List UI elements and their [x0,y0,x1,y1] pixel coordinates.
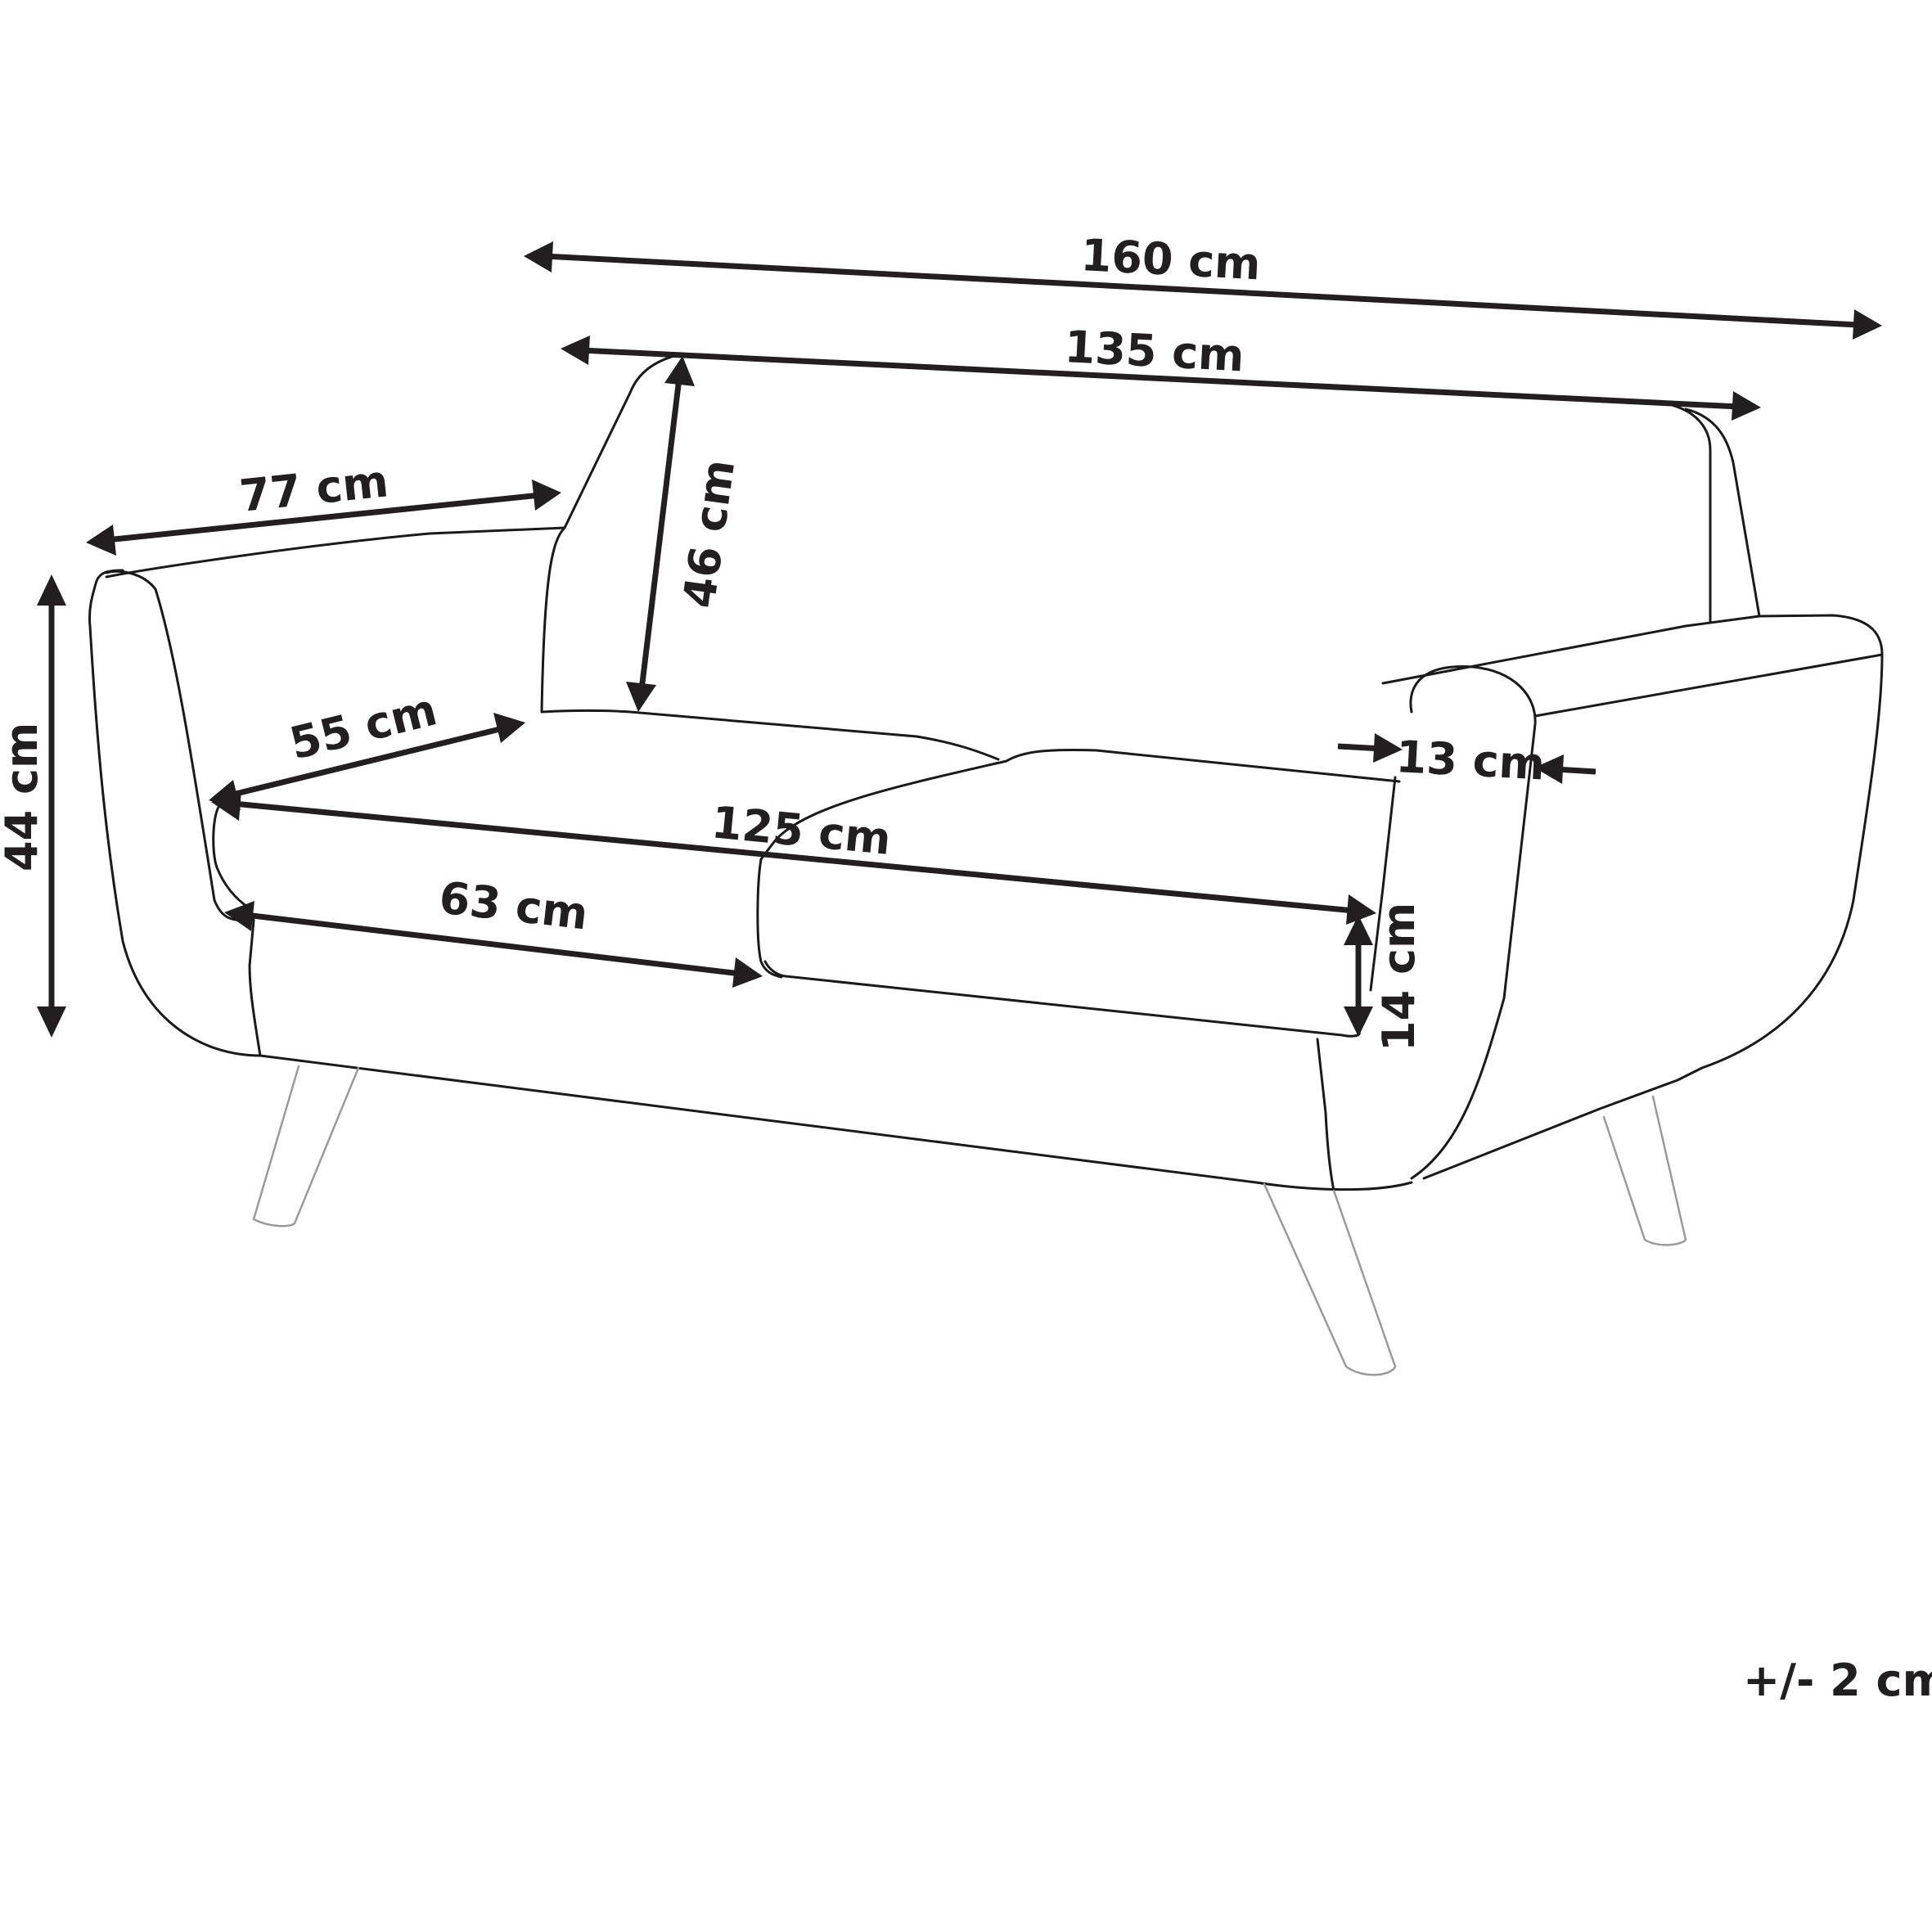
leg-right-back [1602,1095,1687,1246]
label-overall-height: 44 cm [0,723,47,871]
dim-overall-height [37,574,66,1038]
dim-back-height [626,356,695,712]
dim-cushion-height [1344,915,1373,1037]
dim-back-width [561,336,1761,421]
label-seat-width: 125 cm [709,796,894,865]
front-base [259,1038,1413,1192]
label-overall-width: 160 cm [1079,229,1262,290]
left-armrest [88,569,262,1057]
label-armrest-width: 13 cm [1394,731,1546,790]
label-back-height: 46 cm [673,457,745,611]
right-armrest [1381,614,1884,1180]
label-seat-depth: 55 cm [285,683,442,769]
right-armrest-front [1422,653,1884,1180]
dim-armrest-width [1337,733,1596,784]
label-back-width: 135 cm [1063,321,1245,381]
dimension-labels: 160 cm 135 cm 77 cm 46 cm 44 cm 55 cm 12… [0,229,1932,1706]
left-armrest-top [105,526,566,579]
sofa-drawing [88,352,1884,1376]
dimension-arrows [37,241,1882,1038]
sofa-legs [252,1065,1687,1376]
dim-cushion-width [224,901,763,988]
dim-overall-depth [86,480,561,556]
label-cushion-width: 63 cm [437,871,591,939]
dim-overall-width [524,241,1882,340]
left-cushion [212,804,783,1057]
seat-back-edge [540,709,1401,783]
label-cushion-height: 14 cm [1373,903,1425,1052]
label-tolerance: +/- 2 cm [1743,1655,1932,1706]
right-side-frame [1369,776,1397,992]
back-right-top [1660,401,1761,624]
leg-left-front [252,1065,360,1227]
dim-seat-width [211,790,1376,925]
leg-center-front [1263,1182,1397,1376]
right-cushion [759,759,1361,1038]
